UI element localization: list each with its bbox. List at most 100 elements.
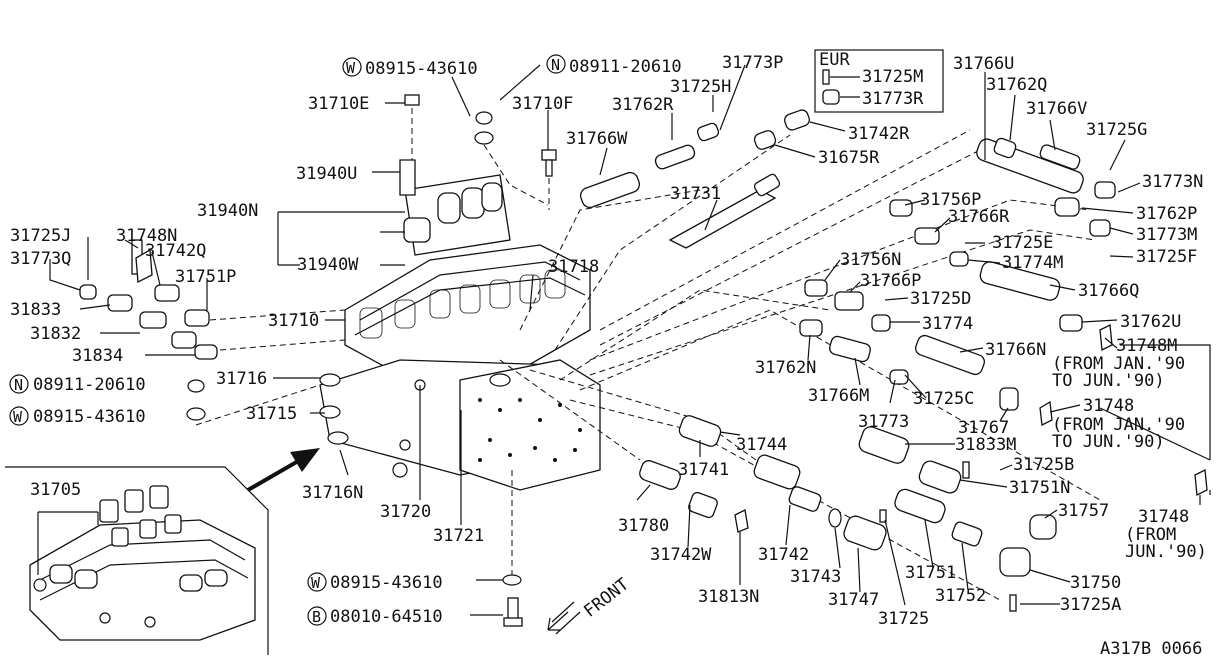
label-31940u: 31940U [296,164,357,184]
label-31757: 31757 [1058,501,1109,521]
label-31725b: 31725B [1013,455,1074,475]
label-31710: 31710 [268,311,319,331]
eur-box-title: EUR [819,50,850,70]
label-31832: 31832 [30,324,81,344]
label-31751n: 31751N [1009,478,1070,498]
front-arrow-icon [547,601,581,635]
label-31725d: 31725D [910,289,971,309]
label-31725a: 31725A [1060,595,1121,615]
label-31742: 31742 [758,545,809,565]
direction-arrow [247,448,320,492]
label-31725g: 31725G [1086,120,1147,140]
label-31834: 31834 [72,346,123,366]
label-31705: 31705 [30,480,81,500]
washer-nut-left [186,379,321,426]
label-31751p: 31751P [175,267,236,287]
label-08915-43610-left: 08915-43610 [33,407,146,427]
label-31742w: 31742W [650,545,712,565]
assembly-inset [5,466,269,655]
label-31741: 31741 [678,460,729,480]
label-08010-64510: 08010-64510 [330,607,443,627]
label-front: FRONT [580,574,633,621]
label-08911-20610-left: 08911-20610 [33,375,146,395]
label-31756p: 31756P [920,190,981,210]
label-31731: 31731 [670,184,721,204]
leader-lines [49,64,1211,616]
svg-text:N: N [14,376,23,394]
label-31762n: 31762N [755,358,816,378]
bottom-bolt [502,470,523,627]
label-31725: 31725 [878,609,929,629]
label-31725h: 31725H [670,77,731,97]
label-31748m-note-2: TO JUN.'90) [1052,371,1165,391]
label-31742q: 31742Q [145,241,206,261]
label-31725f: 31725F [1136,247,1197,267]
label-31766n: 31766N [985,340,1046,360]
label-31748-b-note-2: JUN.'90) [1125,542,1207,562]
label-31742r: 31742R [848,124,910,144]
label-31748-a-note-1: (FROM JAN.'90 [1052,415,1185,435]
valve-body-lower [459,359,601,491]
label-31748-b: 31748 [1138,507,1189,527]
label-31748-b-note-1: (FROM [1125,525,1176,545]
label-31751: 31751 [905,563,956,583]
right-valve-parts [579,109,1208,612]
label-31766m: 31766M [808,386,869,406]
label-08915-43610-bottom: 08915-43610 [330,573,443,593]
label-31752: 31752 [935,586,986,606]
eur-box-item-1: 31725M [862,67,923,87]
label-31710e: 31710E [308,94,369,114]
part-labels: W N N W W B 08915-43610 08911-20610 3177… [9,50,1207,659]
label-31718: 31718 [548,257,599,277]
label-31766p: 31766P [860,271,921,291]
label-31748-a: 31748 [1083,396,1134,416]
label-31833m: 31833M [955,435,1016,455]
label-31748m-note-1: (FROM JAN.'90 [1052,354,1185,374]
label-31756n: 31756N [840,250,901,270]
svg-text:N: N [551,56,560,74]
label-08915-43610-top: 08915-43610 [365,59,478,79]
eur-box [814,49,944,113]
label-31774: 31774 [922,314,973,334]
label-31773m: 31773M [1136,225,1197,245]
label-31780: 31780 [618,516,669,536]
svg-text:W: W [311,574,321,592]
diagram-code: A317B 0066 [1100,639,1202,659]
label-31720: 31720 [380,502,431,522]
label-31748-a-note-2: TO JUN.'90) [1052,432,1165,452]
label-31774m: 31774M [1002,253,1063,273]
label-31762q: 31762Q [986,75,1047,95]
label-31725c: 31725C [913,389,974,409]
label-31762r: 31762R [612,95,674,115]
label-31716n: 31716N [302,483,363,503]
bolt-31710f [541,149,557,210]
label-31675r: 31675R [818,148,880,168]
label-31767: 31767 [958,418,1009,438]
eur-box-item-2: 31773R [862,89,924,109]
label-31762u: 31762U [1120,312,1181,332]
washer-nut-top [474,111,549,206]
bolt-31710e [404,94,420,160]
label-31833: 31833 [10,300,61,320]
label-31743: 31743 [790,567,841,587]
label-31940n: 31940N [197,201,258,221]
label-31748n: 31748N [116,226,177,246]
label-31813n: 31813N [698,587,759,607]
label-31762p: 31762P [1136,204,1197,224]
label-31725e: 31725E [992,233,1053,253]
label-31773: 31773 [858,412,909,432]
valve-body-upper [344,159,591,376]
svg-text:W: W [346,59,356,77]
label-31766q: 31766Q [1078,281,1139,301]
label-31766v: 31766V [1026,99,1087,119]
label-31766u: 31766U [953,54,1014,74]
label-31725j: 31725J [10,226,71,246]
left-valve-parts [79,239,346,360]
label-31715: 31715 [246,404,297,424]
label-31766w: 31766W [566,129,628,149]
label-31750: 31750 [1070,573,1121,593]
label-31773p: 31773P [722,53,783,73]
label-31748m: 31748M [1116,336,1177,356]
label-08911-20610-top: 08911-20610 [569,57,682,77]
